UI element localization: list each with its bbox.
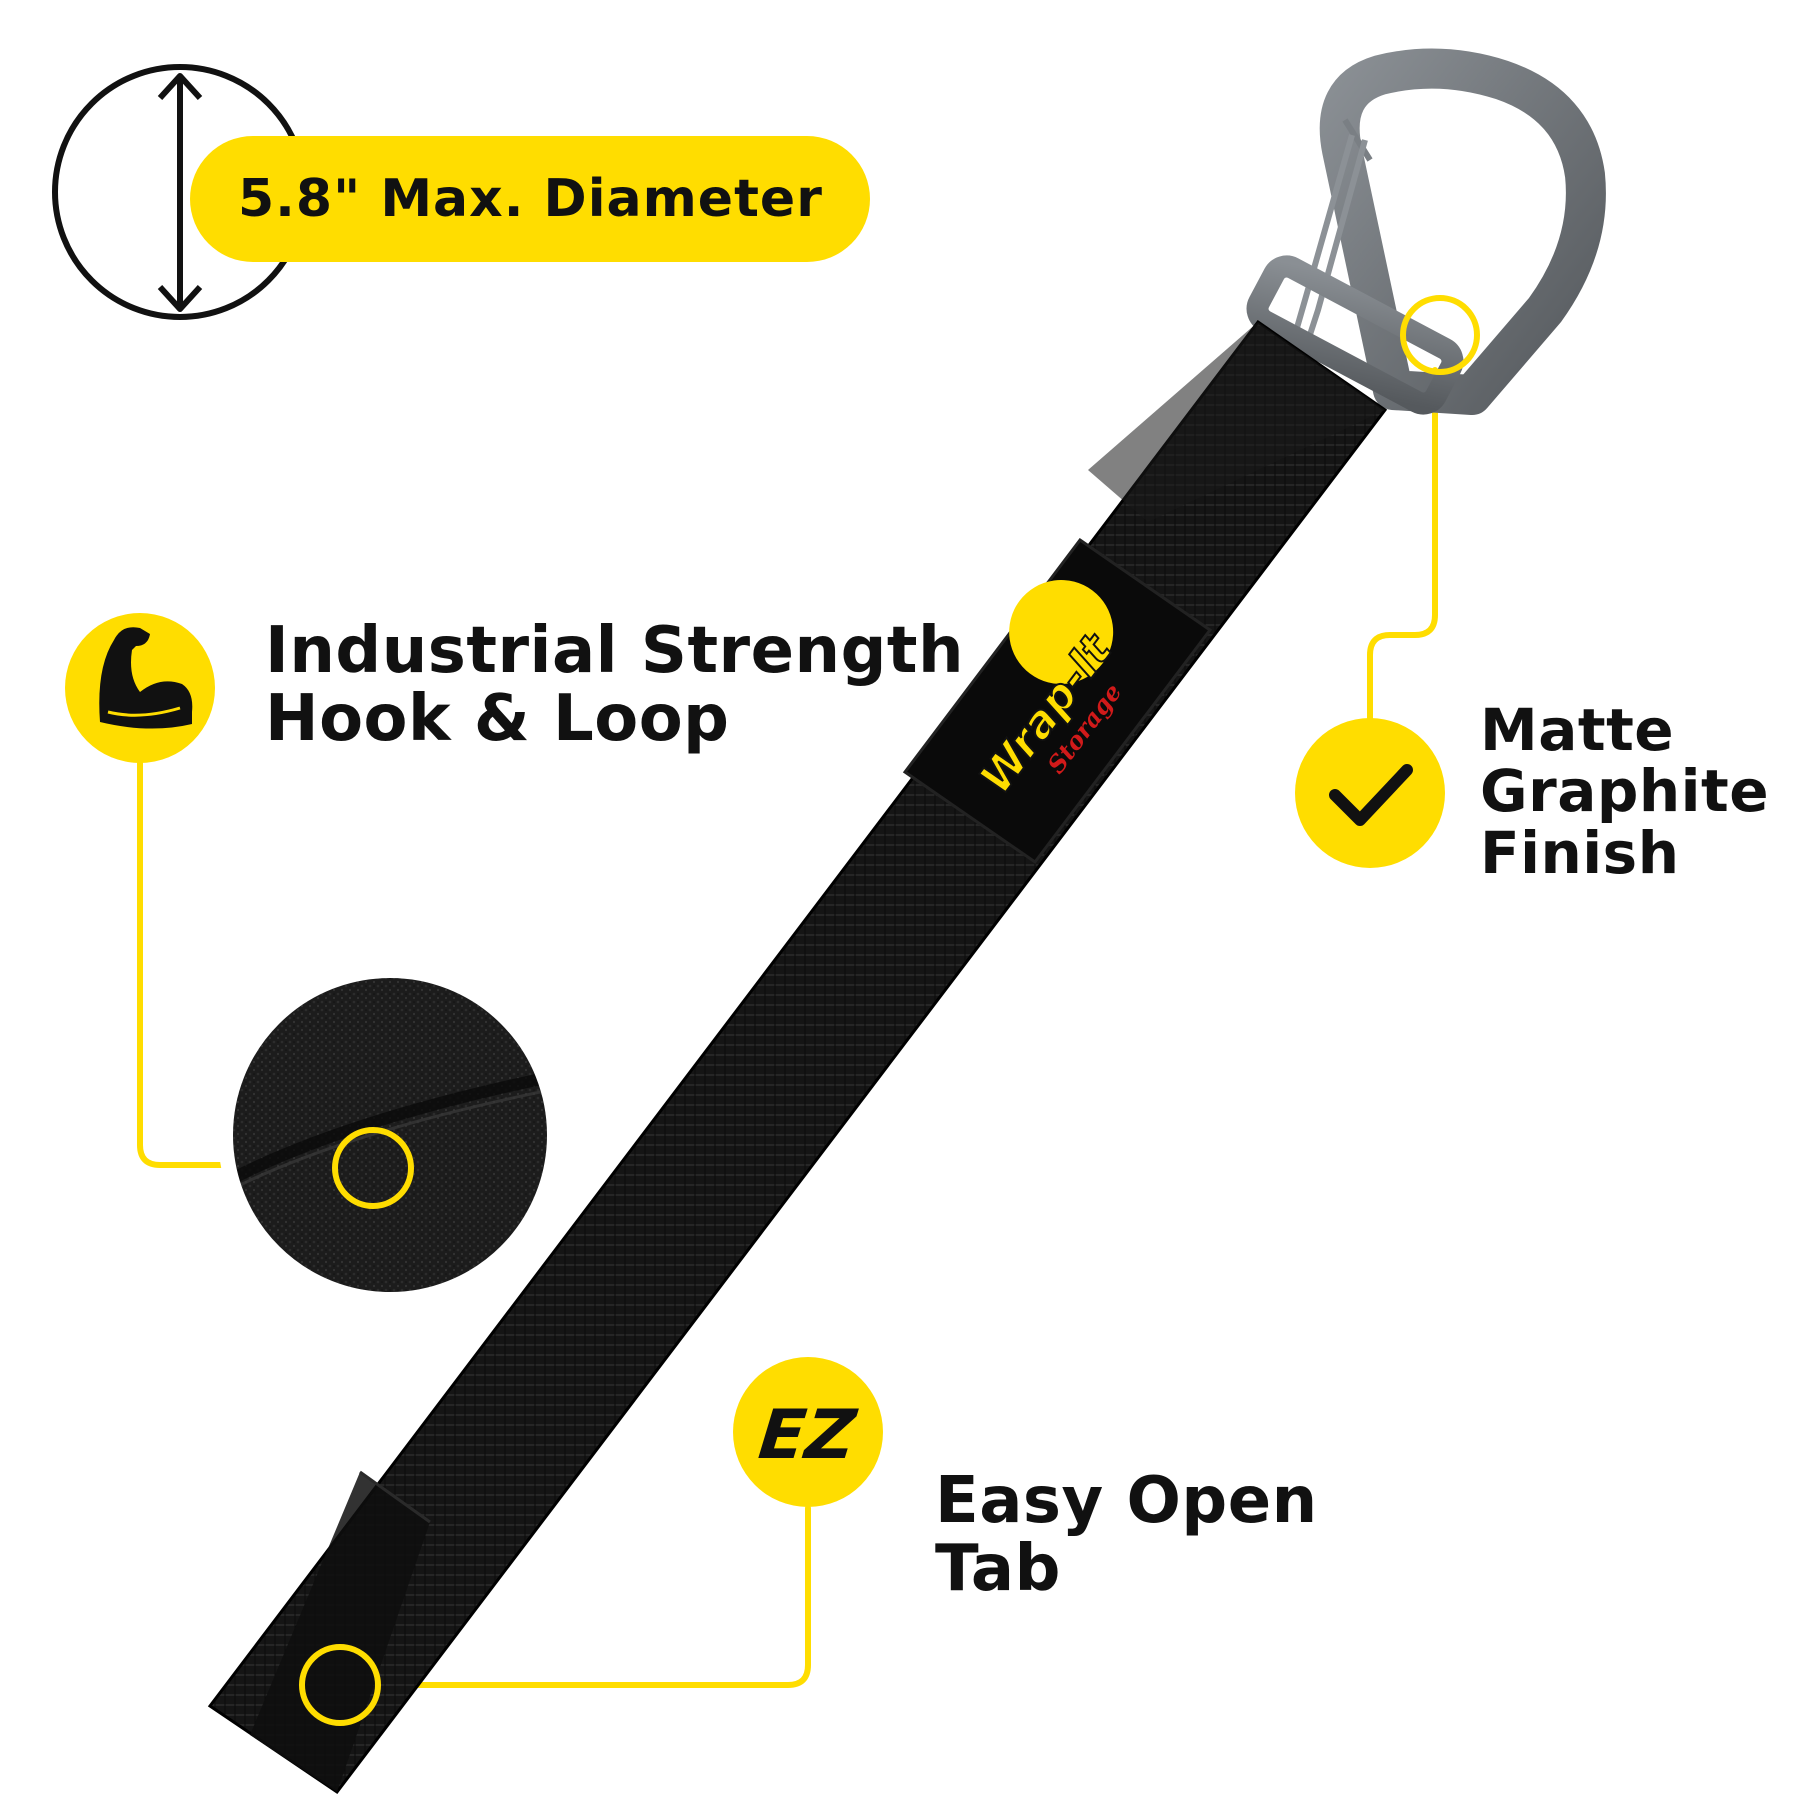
feature-label-line: Easy Open [935,1464,1318,1538]
ez-icon-text: EZ [755,1396,861,1475]
diameter-badge-text: 5.8" Max. Diameter [238,169,823,229]
black-strap [207,319,1388,1795]
target-ring-hook-loop [332,1127,414,1209]
leader-line-graphite [1367,367,1438,723]
feature-label-hook-loop: Industrial Strength Hook & Loop [265,614,965,756]
feature-label-tab: Easy Open Tab [935,1464,1318,1606]
ez-icon: EZ [733,1357,883,1507]
carabiner-clip [1246,48,1606,415]
feature-label-line: Hook & Loop [265,681,730,756]
feature-label-graphite: Matte Graphite Finish [1480,696,1770,887]
feature-label-line: Graphite [1480,757,1770,826]
hook-loop-zoom-circle [218,963,562,1307]
flexed-arm-icon [65,613,215,763]
leader-line-hook-loop [137,759,338,1168]
target-ring-graphite [1400,295,1480,375]
feature-label-line: Finish [1480,818,1680,887]
feature-label-line: Matte [1480,696,1675,764]
diameter-badge: 5.8" Max. Diameter [190,136,870,262]
target-rings [299,295,1480,1726]
feature-label-line: Tab [935,1531,1061,1606]
leader-lines [137,367,1438,1688]
leader-line-tab [375,1505,811,1688]
checkmark-icon [1295,718,1445,868]
target-ring-tab [299,1644,381,1726]
feature-label-line: Industrial Strength [265,614,965,688]
